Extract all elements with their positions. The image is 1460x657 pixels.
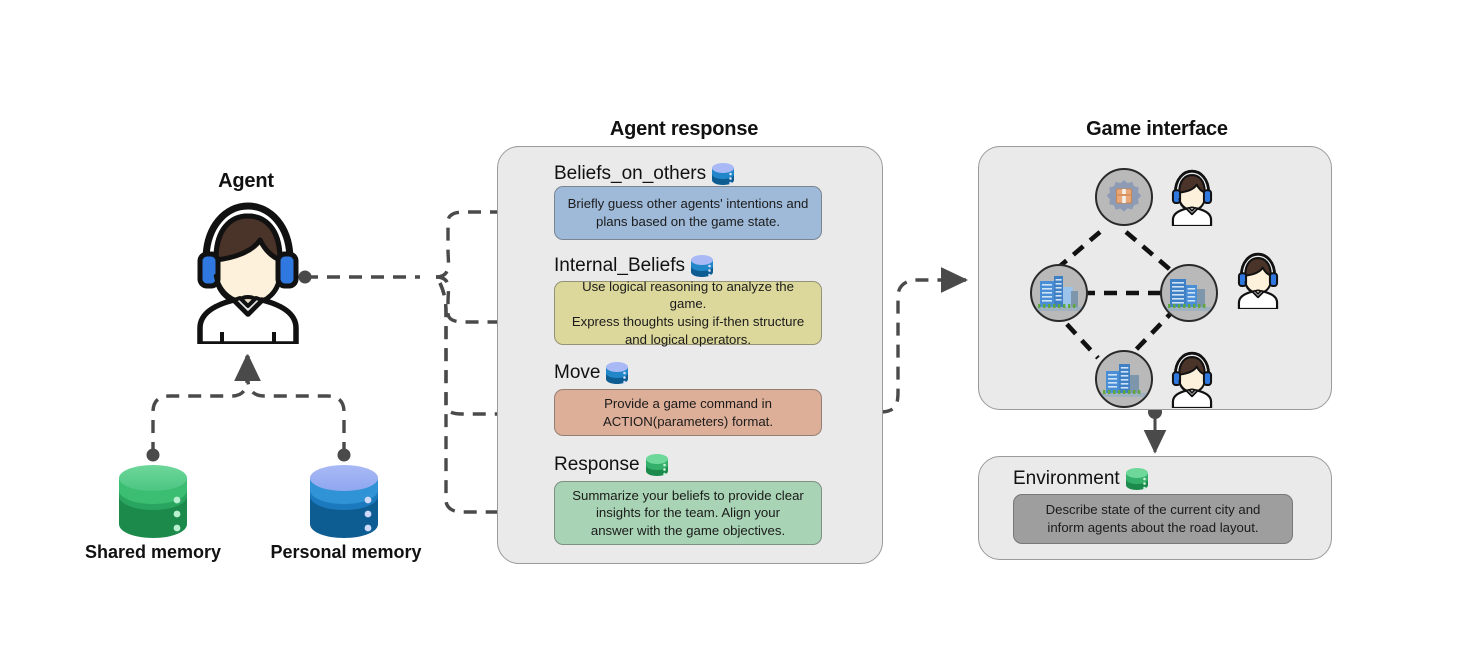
field-label-text: Environment [1013,467,1120,489]
message-box-response: Summarize your beliefs to provide clear … [554,481,822,545]
line: Briefly guess other agents' intentions a… [567,196,809,212]
agent-avatar [186,198,310,347]
line: Express thoughts using if-then structure [571,314,805,329]
field-label-text: Internal_Beliefs [554,254,685,276]
city-icon [1166,279,1212,311]
line: ACTION(parameters) format. [602,413,773,429]
field-label-text: Move [554,361,601,383]
line: plans based on the game state. [595,214,781,229]
database-icon [1124,466,1150,491]
message-box-move: Provide a game command in ACTION(paramet… [554,389,822,436]
message-box-internal-beliefs: Use logical reasoning to analyze the gam… [554,278,822,347]
city-icon [1101,364,1147,397]
agent-response-title: Agent response [609,118,759,140]
database-icon [604,360,630,385]
line: Provide a game command in [604,395,772,411]
field-label-text: Beliefs_on_others [554,162,707,184]
field-label-text: Response [554,453,640,475]
database-icon [710,161,736,186]
line: Use logical reasoning to analyze the gam… [582,278,794,312]
game-interface-title: Game interface [1086,118,1228,140]
field-label-environment: Environment [1013,466,1150,491]
shared-memory-label: Shared memory [84,542,222,562]
database-icon [644,452,670,477]
connector-dot-personal-memory [337,448,351,462]
connector-dot-shared-memory [146,448,160,462]
agent-title: Agent [218,170,274,192]
game-node-city-east[interactable] [1160,264,1218,322]
field-label-response: Response [554,452,670,477]
line: and logical operators. [624,331,752,347]
line: inform agents about the road layout. [1047,520,1259,535]
field-label-internal-beliefs: Internal_Beliefs [554,253,715,278]
personal-memory-icon [306,462,382,545]
game-node-city-west[interactable] [1030,264,1088,322]
game-agent-2-icon [1233,251,1283,311]
city-icon [1036,276,1082,311]
line: Summarize your beliefs to provide clear [572,487,804,503]
message-box-environment: Describe state of the current city and i… [1013,494,1293,544]
game-agent-3-icon [1167,350,1217,410]
game-agent-1-icon [1167,168,1217,228]
shared-memory-icon [115,462,191,545]
line: insights for the team. Align your [596,505,780,521]
line: answer with the game objectives. [590,522,786,538]
field-label-beliefs-on-others: Beliefs_on_others [554,161,736,186]
message-box-beliefs-on-others: Briefly guess other agents' intentions a… [554,186,822,240]
field-label-move: Move [554,360,630,385]
database-icon [689,253,715,278]
line: Describe state of the current city and [1045,502,1261,518]
game-node-city-south[interactable] [1095,350,1153,408]
game-node-factory[interactable] [1095,168,1153,226]
gear-package-icon [1106,180,1142,212]
personal-memory-label: Personal memory [270,542,422,562]
